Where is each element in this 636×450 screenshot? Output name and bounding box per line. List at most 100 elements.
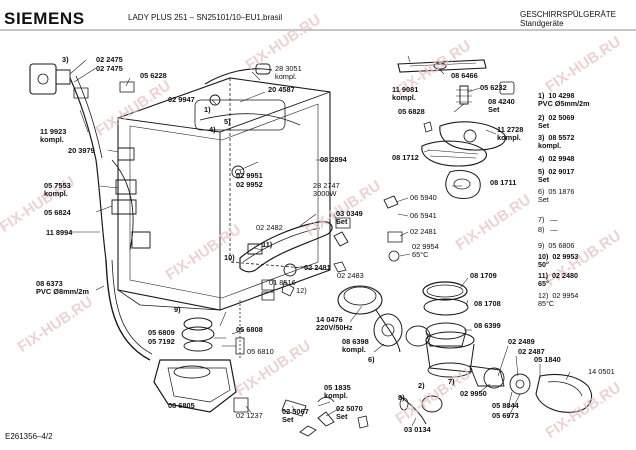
- sump-assembly: [154, 300, 248, 412]
- part-label: 05 6810: [247, 347, 274, 356]
- heating-element: [240, 222, 332, 272]
- part-label: 06 5940: [410, 193, 437, 202]
- part-label: 03 0349 Set: [336, 209, 363, 226]
- part-label: 02 5067 Set: [282, 407, 309, 424]
- category-subtitle: Standgeräte: [520, 19, 564, 28]
- part-label: 14 0476 220V/50Hz: [316, 315, 353, 332]
- part-label: 9): [174, 305, 181, 314]
- part-label: 02 2475: [96, 55, 123, 64]
- part-label: 20 3979: [68, 146, 95, 155]
- part-label: 05 6228: [140, 71, 167, 80]
- category-title: GESCHIRRSPÜLGERÄTE: [520, 10, 617, 19]
- part-label: 28 2747 3000W: [313, 181, 340, 198]
- leader-lines: [70, 56, 570, 426]
- legend-item: 4) 02 9948: [538, 154, 575, 163]
- part-label: 11 9081 kompl.: [392, 85, 419, 102]
- part-label: 1): [204, 105, 211, 114]
- part-label: 14 0501: [588, 367, 615, 376]
- part-label: 02 9951: [236, 171, 263, 180]
- part-label: 02 9952: [236, 180, 263, 189]
- legend-item: 1) 10 4298 PVC Ø5mm/2m: [538, 91, 590, 108]
- top-fittings: [205, 64, 272, 178]
- part-label: 08 1709: [470, 271, 497, 280]
- part-label: 02 2481: [410, 227, 437, 236]
- bottom-parts: [282, 398, 368, 437]
- legend-item: 2) 02 5069 Set: [538, 113, 575, 130]
- model-title: LADY PLUS 251 – SN25101/10–EU1,brasil: [128, 13, 283, 22]
- part-label: 02 2482: [256, 223, 283, 232]
- part-label: 05 6828: [398, 107, 425, 116]
- legend-item: 12) 02 9954 85°C: [538, 291, 579, 308]
- legend-item: 11) 02 2480 65°: [538, 271, 578, 288]
- document-id: E261356–4/2: [5, 432, 53, 441]
- part-label: 08 6466: [451, 71, 478, 80]
- part-label: 02 2487: [518, 347, 545, 356]
- right-fittings: [336, 196, 402, 261]
- part-label: 05 7553 kompl.: [44, 181, 71, 198]
- part-label: 05 1840: [534, 355, 561, 364]
- part-label: 08 2894: [320, 155, 347, 164]
- part-label: 05 6232: [480, 83, 507, 92]
- legend-item: 5) 02 9017 Set: [538, 167, 575, 184]
- part-label: 06 5941: [410, 211, 437, 220]
- part-label: 02 5070 Set: [336, 404, 363, 421]
- part-label: 8): [398, 393, 405, 402]
- part-label: 20 4587: [268, 85, 295, 94]
- part-label: 01 8516: [269, 278, 296, 287]
- part-label: 05 1835 kompl.: [324, 383, 351, 400]
- lower-spray-arm: [422, 122, 506, 199]
- upper-spray-arm: [398, 60, 514, 104]
- part-label: 05 6808: [236, 325, 263, 334]
- part-label: 08 6805: [168, 401, 195, 410]
- filter-rings: [423, 282, 468, 346]
- part-label: 08 6399: [474, 321, 501, 330]
- part-label: 05 6824: [44, 208, 71, 217]
- part-label: 02 9947: [168, 95, 195, 104]
- part-label: 02 2483: [337, 271, 364, 280]
- tub-body: [118, 78, 330, 310]
- part-label: 7): [448, 377, 455, 386]
- part-label: 05 6973: [492, 411, 519, 420]
- left-components: [112, 148, 150, 248]
- part-label: 08 4240 Set: [488, 97, 515, 114]
- part-label: 08 6373 PVC Ø8mm/2m: [36, 279, 89, 296]
- part-label: 05 7192: [148, 337, 175, 346]
- legend-item: 8) —: [538, 225, 558, 234]
- part-label: 03 0134: [404, 425, 431, 434]
- drain-pump: [400, 332, 592, 424]
- part-label: 3): [62, 55, 69, 64]
- part-label: 02 9950: [460, 389, 487, 398]
- part-label: 6): [368, 355, 375, 364]
- part-label: 08 1711: [490, 178, 517, 187]
- part-label: 08 1708: [474, 299, 501, 308]
- part-label: 08 1712: [392, 153, 419, 162]
- part-label: 02 2489: [508, 337, 535, 346]
- legend-item: 7) —: [538, 215, 558, 224]
- legend-item: 10) 02 9953 50°: [538, 252, 579, 269]
- part-label: 5): [224, 117, 231, 126]
- part-label: 4): [209, 125, 216, 134]
- part-label: 28 3051 kompl.: [275, 64, 302, 81]
- part-label: 11 9923 kompl.: [40, 127, 67, 144]
- part-label: 02 9954 65°C: [412, 242, 439, 259]
- part-label: 05 6809: [148, 328, 175, 337]
- part-label: 11 8994: [46, 228, 73, 237]
- part-label: 02 7475: [96, 64, 123, 73]
- inlet-valve: [30, 64, 134, 98]
- part-label: 08 6398 kompl.: [342, 337, 369, 354]
- part-label: 12): [296, 286, 307, 295]
- legend-item: 9) 05 6806: [538, 241, 575, 250]
- left-hoses: [70, 76, 152, 360]
- legend-item: 3) 08 5572 kompl.: [538, 133, 575, 150]
- middle-parts: [248, 232, 348, 300]
- part-label: 05 8044: [492, 401, 519, 410]
- part-label: 02 2481: [304, 263, 331, 272]
- part-label: 02 1237: [236, 411, 263, 420]
- part-label: 11): [262, 240, 273, 249]
- brand-logo: SIEMENS: [4, 9, 85, 28]
- part-label: 10): [224, 253, 235, 262]
- part-label: 2): [418, 381, 425, 390]
- part-label: 11 2728 kompl.: [497, 125, 524, 142]
